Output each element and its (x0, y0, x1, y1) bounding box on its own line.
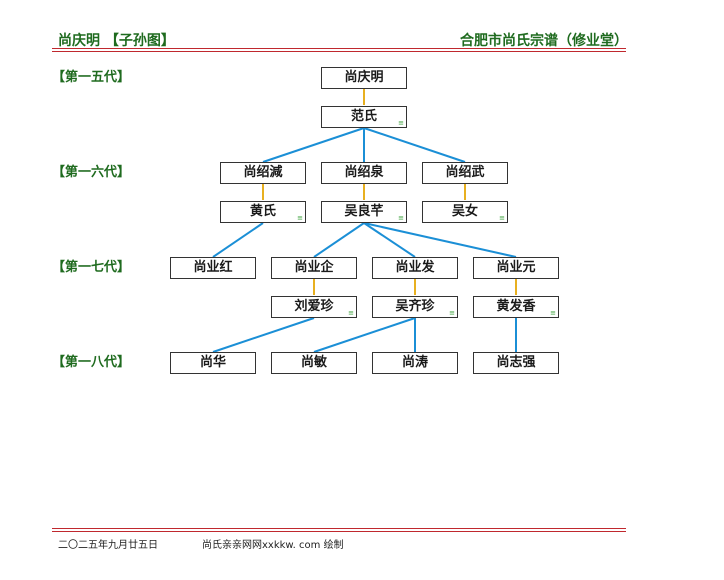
person-box[interactable]: 尚庆明 (321, 67, 407, 89)
footer-rule-top (52, 528, 626, 529)
person-box[interactable]: 尚业发 (372, 257, 458, 279)
spouse-marker-icon: ≡ (398, 119, 404, 127)
generation-label-16: 【第一六代】 (52, 165, 131, 180)
spouse-box[interactable]: 吴良芊 ≡ (321, 201, 407, 223)
child-link (262, 127, 365, 163)
person-box[interactable]: 尚涛 (372, 352, 458, 374)
generation-label-17: 【第一七代】 (52, 260, 131, 275)
generation-label-15: 【第一五代】 (52, 70, 131, 85)
spouse-marker-icon: ≡ (550, 309, 556, 317)
header-genealogy-name: 合肥市尚氏宗谱（修业堂） (460, 33, 628, 49)
spouse-box[interactable]: 黄发香 ≡ (473, 296, 559, 318)
person-name: 尚绍武 (445, 165, 485, 180)
header-rule-bottom (52, 51, 626, 52)
person-name: 尚业企 (294, 260, 334, 275)
person-name: 尚业发 (395, 260, 435, 275)
spouse-name: 吴女 (451, 204, 478, 219)
person-name: 尚业红 (193, 260, 233, 275)
person-name: 尚志强 (496, 355, 536, 370)
child-link (212, 317, 315, 353)
spouse-marker-icon: ≡ (297, 214, 303, 222)
child-link (363, 127, 466, 163)
child-link (363, 222, 517, 258)
person-box[interactable]: 尚业红 (170, 257, 256, 279)
spouse-name: 黄氏 (249, 204, 276, 219)
person-box[interactable]: 尚志强 (473, 352, 559, 374)
generation-label-18: 【第一八代】 (52, 355, 131, 370)
person-name: 尚涛 (401, 355, 428, 370)
person-name: 尚庆明 (344, 70, 384, 85)
spouse-box[interactable]: 吴齐珍 ≡ (372, 296, 458, 318)
spouse-name: 吴良芊 (344, 204, 384, 219)
header-rule-top (52, 48, 626, 49)
spouse-name: 吴齐珍 (395, 299, 435, 314)
spouse-name: 刘爱珍 (294, 299, 334, 314)
person-name: 尚华 (199, 355, 226, 370)
spouse-box[interactable]: 吴女 ≡ (422, 201, 508, 223)
person-box[interactable]: 尚华 (170, 352, 256, 374)
footer-source: 尚氏亲亲网网xxkkw. com 绘制 (202, 540, 344, 551)
footer-rule-bottom (52, 531, 626, 532)
spouse-box[interactable]: 刘爱珍 ≡ (271, 296, 357, 318)
child-link (313, 317, 416, 353)
person-name: 尚绍泉 (344, 165, 384, 180)
person-box[interactable]: 尚绍泉 (321, 162, 407, 184)
person-box[interactable]: 尚业元 (473, 257, 559, 279)
spouse-box[interactable]: 范氏 ≡ (321, 106, 407, 128)
person-name: 尚业元 (496, 260, 536, 275)
person-box[interactable]: 尚敏 (271, 352, 357, 374)
spouse-name: 范氏 (350, 109, 377, 124)
footer-date: 二〇二五年九月廿五日 (58, 540, 158, 551)
child-link (313, 222, 365, 258)
child-link (212, 222, 264, 258)
spouse-marker-icon: ≡ (449, 309, 455, 317)
spouse-name: 黄发香 (496, 299, 536, 314)
child-link (363, 222, 416, 258)
person-box[interactable]: 尚绍減 (220, 162, 306, 184)
person-box[interactable]: 尚绍武 (422, 162, 508, 184)
spouse-marker-icon: ≡ (398, 214, 404, 222)
spouse-marker-icon: ≡ (348, 309, 354, 317)
person-name: 尚绍減 (243, 165, 283, 180)
spouse-marker-icon: ≡ (499, 214, 505, 222)
header-title: 尚庆明 【子孙图】 (58, 33, 175, 49)
person-name: 尚敏 (300, 355, 327, 370)
person-box[interactable]: 尚业企 (271, 257, 357, 279)
spouse-box[interactable]: 黄氏 ≡ (220, 201, 306, 223)
